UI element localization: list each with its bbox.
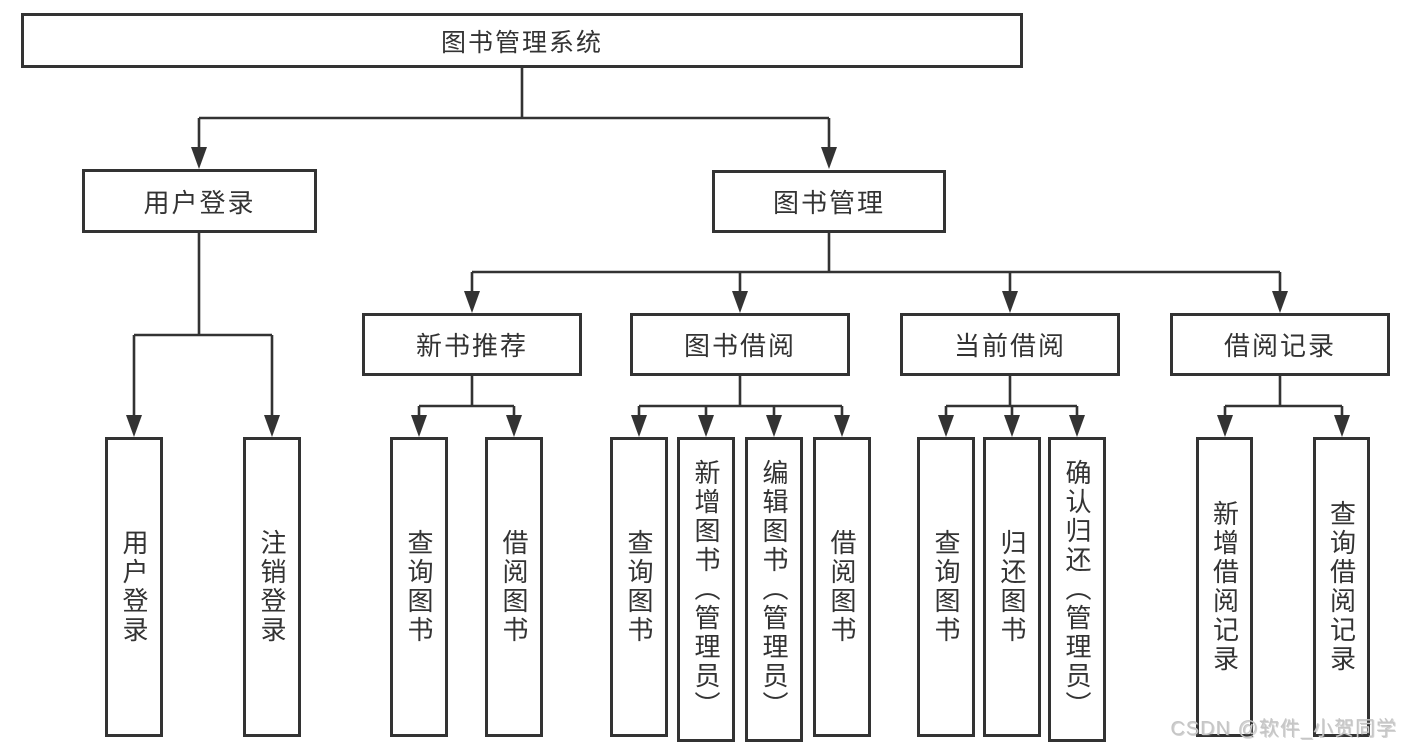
arrow-icon	[264, 415, 280, 437]
node-label: 图书管理系统	[440, 28, 603, 57]
node-label: 编辑图书（管理员）	[759, 459, 789, 720]
leaf-newbook-query-book: 查询图书	[390, 437, 448, 737]
leaf-borrow-query-book: 查询图书	[610, 437, 668, 737]
node-label: 新增借阅记录	[1209, 500, 1240, 674]
arrow-icon	[1334, 415, 1350, 437]
node-label: 查询图书	[624, 529, 654, 645]
arrow-icon	[1002, 291, 1018, 313]
node-label: 新书推荐	[415, 331, 528, 361]
edge-root-to-level2	[197, 68, 831, 148]
node-label: 借阅图书	[827, 529, 857, 645]
arrow-icon	[506, 415, 522, 437]
arrow-icon	[631, 415, 647, 437]
arrow-icon	[732, 291, 748, 313]
node-label: 新增图书（管理员）	[691, 459, 721, 720]
arrow-icon	[834, 415, 850, 437]
leaf-records-add-record: 新增借阅记录	[1196, 437, 1253, 737]
arrow-icon	[126, 415, 142, 437]
node-book-management: 图书管理	[712, 170, 946, 233]
arrow-icon	[464, 291, 480, 313]
arrow-icon	[698, 415, 714, 437]
edge-bookborrow-to-leaves	[637, 376, 844, 416]
leaf-current-query-book: 查询图书	[917, 437, 975, 737]
leaf-newbook-borrow-book: 借阅图书	[485, 437, 543, 737]
node-borrow-records: 借阅记录	[1170, 313, 1390, 376]
leaf-logout: 注销登录	[243, 437, 301, 737]
edge-currentborrow-to-leaves	[944, 376, 1079, 416]
node-library-management-system: 图书管理系统	[21, 13, 1023, 68]
node-book-borrow: 图书借阅	[630, 313, 850, 376]
node-label: 借阅记录	[1223, 331, 1336, 361]
edge-newbook-to-leaves	[417, 376, 516, 416]
node-label: 注销登录	[257, 529, 287, 645]
arrow-icon	[1004, 415, 1020, 437]
arrow-icon	[1272, 291, 1288, 313]
node-label: 确认归还（管理员）	[1062, 459, 1092, 720]
arrow-icon	[821, 147, 837, 169]
edge-bookmgmt-to-level3	[470, 233, 1282, 292]
node-label: 用户登录	[119, 529, 149, 645]
node-label: 当前借阅	[953, 331, 1066, 361]
node-label: 图书借阅	[683, 331, 796, 361]
csdn-watermark: CSDN @软件_小贺同学	[1170, 718, 1397, 740]
node-user-login: 用户登录	[82, 169, 317, 233]
arrow-icon	[411, 415, 427, 437]
leaf-current-confirm-return-admin: 确认归还（管理员）	[1048, 437, 1106, 742]
node-label: 借阅图书	[499, 529, 529, 645]
node-label: 用户登录	[143, 187, 256, 218]
arrow-icon	[1069, 415, 1085, 437]
leaf-current-return-book: 归还图书	[983, 437, 1041, 737]
arrow-icon	[766, 415, 782, 437]
leaf-user-login: 用户登录	[105, 437, 163, 737]
arrow-icon	[1217, 415, 1233, 437]
node-new-book-recommend: 新书推荐	[362, 313, 582, 376]
edge-borrowrecords-to-leaves	[1223, 376, 1344, 416]
leaf-borrow-borrow-book: 借阅图书	[813, 437, 871, 737]
leaf-records-query-record: 查询借阅记录	[1313, 437, 1370, 737]
node-label: 图书管理	[772, 188, 885, 218]
arrow-icon	[191, 147, 207, 169]
node-label: 查询图书	[404, 529, 434, 645]
node-label: 查询借阅记录	[1326, 500, 1357, 674]
leaf-borrow-add-book-admin: 新增图书（管理员）	[677, 437, 735, 742]
leaf-borrow-edit-book-admin: 编辑图书（管理员）	[745, 437, 803, 742]
node-current-borrow: 当前借阅	[900, 313, 1120, 376]
arrow-icon	[938, 415, 954, 437]
node-label: 归还图书	[997, 529, 1027, 645]
edge-userlogin-to-leaves	[132, 233, 274, 416]
node-label: 查询图书	[931, 529, 961, 645]
